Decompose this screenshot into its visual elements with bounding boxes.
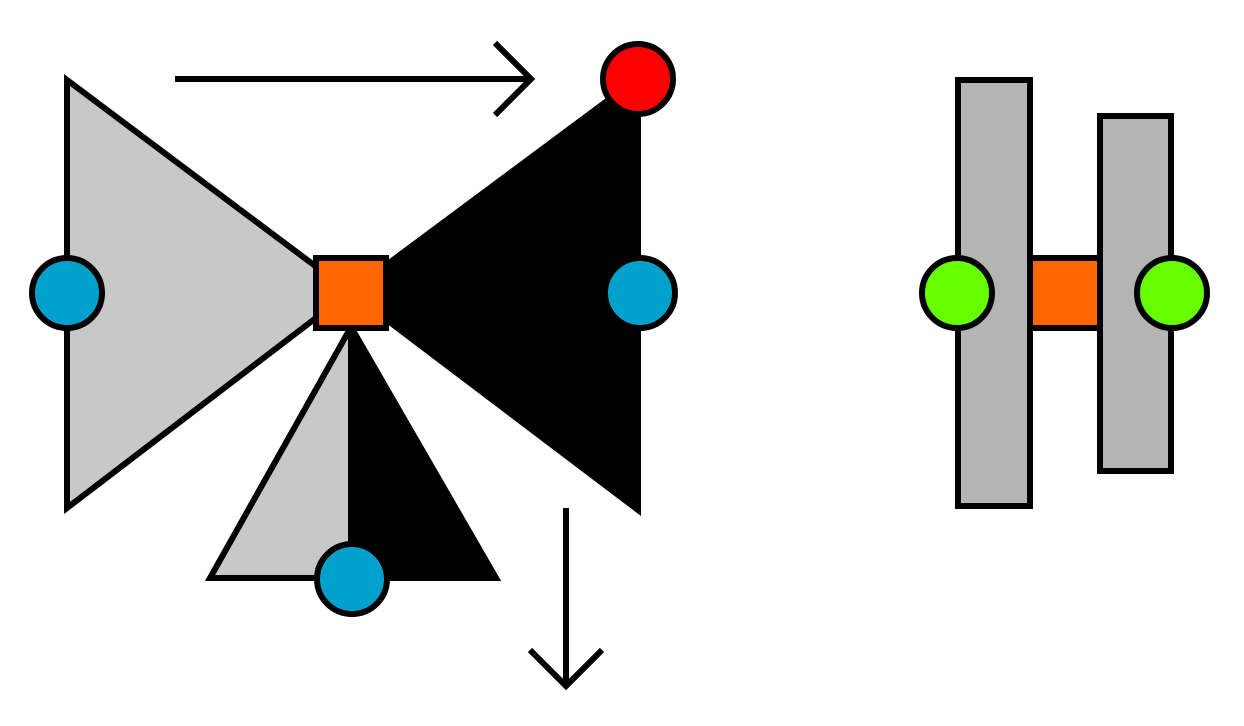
blue-node-right xyxy=(602,255,678,331)
arrow-down-head xyxy=(527,647,605,691)
blue-node-left xyxy=(29,255,105,331)
blue-node-bottom xyxy=(314,541,390,617)
arrow-down-icon xyxy=(527,508,605,691)
bottom-wedge-dark xyxy=(348,315,502,581)
center-square-node xyxy=(313,255,389,331)
arrow-right-icon xyxy=(175,40,536,118)
green-node-right xyxy=(1134,255,1210,331)
arrow-right-head xyxy=(492,40,536,118)
orange-connector-node xyxy=(1027,255,1103,331)
green-node-left xyxy=(919,255,995,331)
red-node-top xyxy=(600,41,676,117)
